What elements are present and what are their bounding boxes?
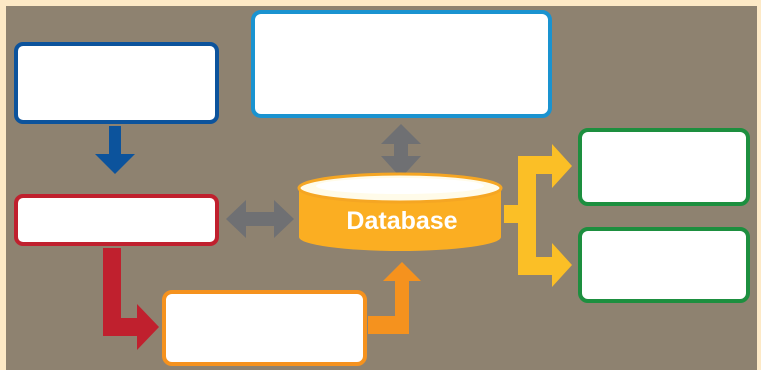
database-label: Database bbox=[346, 207, 457, 235]
gray-horizontal-double-arrow bbox=[226, 200, 294, 238]
top-center-box bbox=[251, 10, 552, 118]
database-icon bbox=[297, 172, 503, 251]
yellow-branch-arrow bbox=[504, 144, 572, 287]
right-top-box bbox=[578, 128, 750, 206]
red-elbow-arrow bbox=[103, 248, 159, 350]
right-bottom-box bbox=[578, 227, 750, 303]
orange-elbow-arrow bbox=[368, 262, 421, 334]
gray-vertical-double-arrow bbox=[381, 124, 421, 178]
top-left-box bbox=[14, 42, 219, 124]
blue-down-arrow bbox=[95, 126, 135, 174]
bottom-center-box bbox=[162, 290, 367, 366]
middle-left-box bbox=[14, 194, 219, 246]
